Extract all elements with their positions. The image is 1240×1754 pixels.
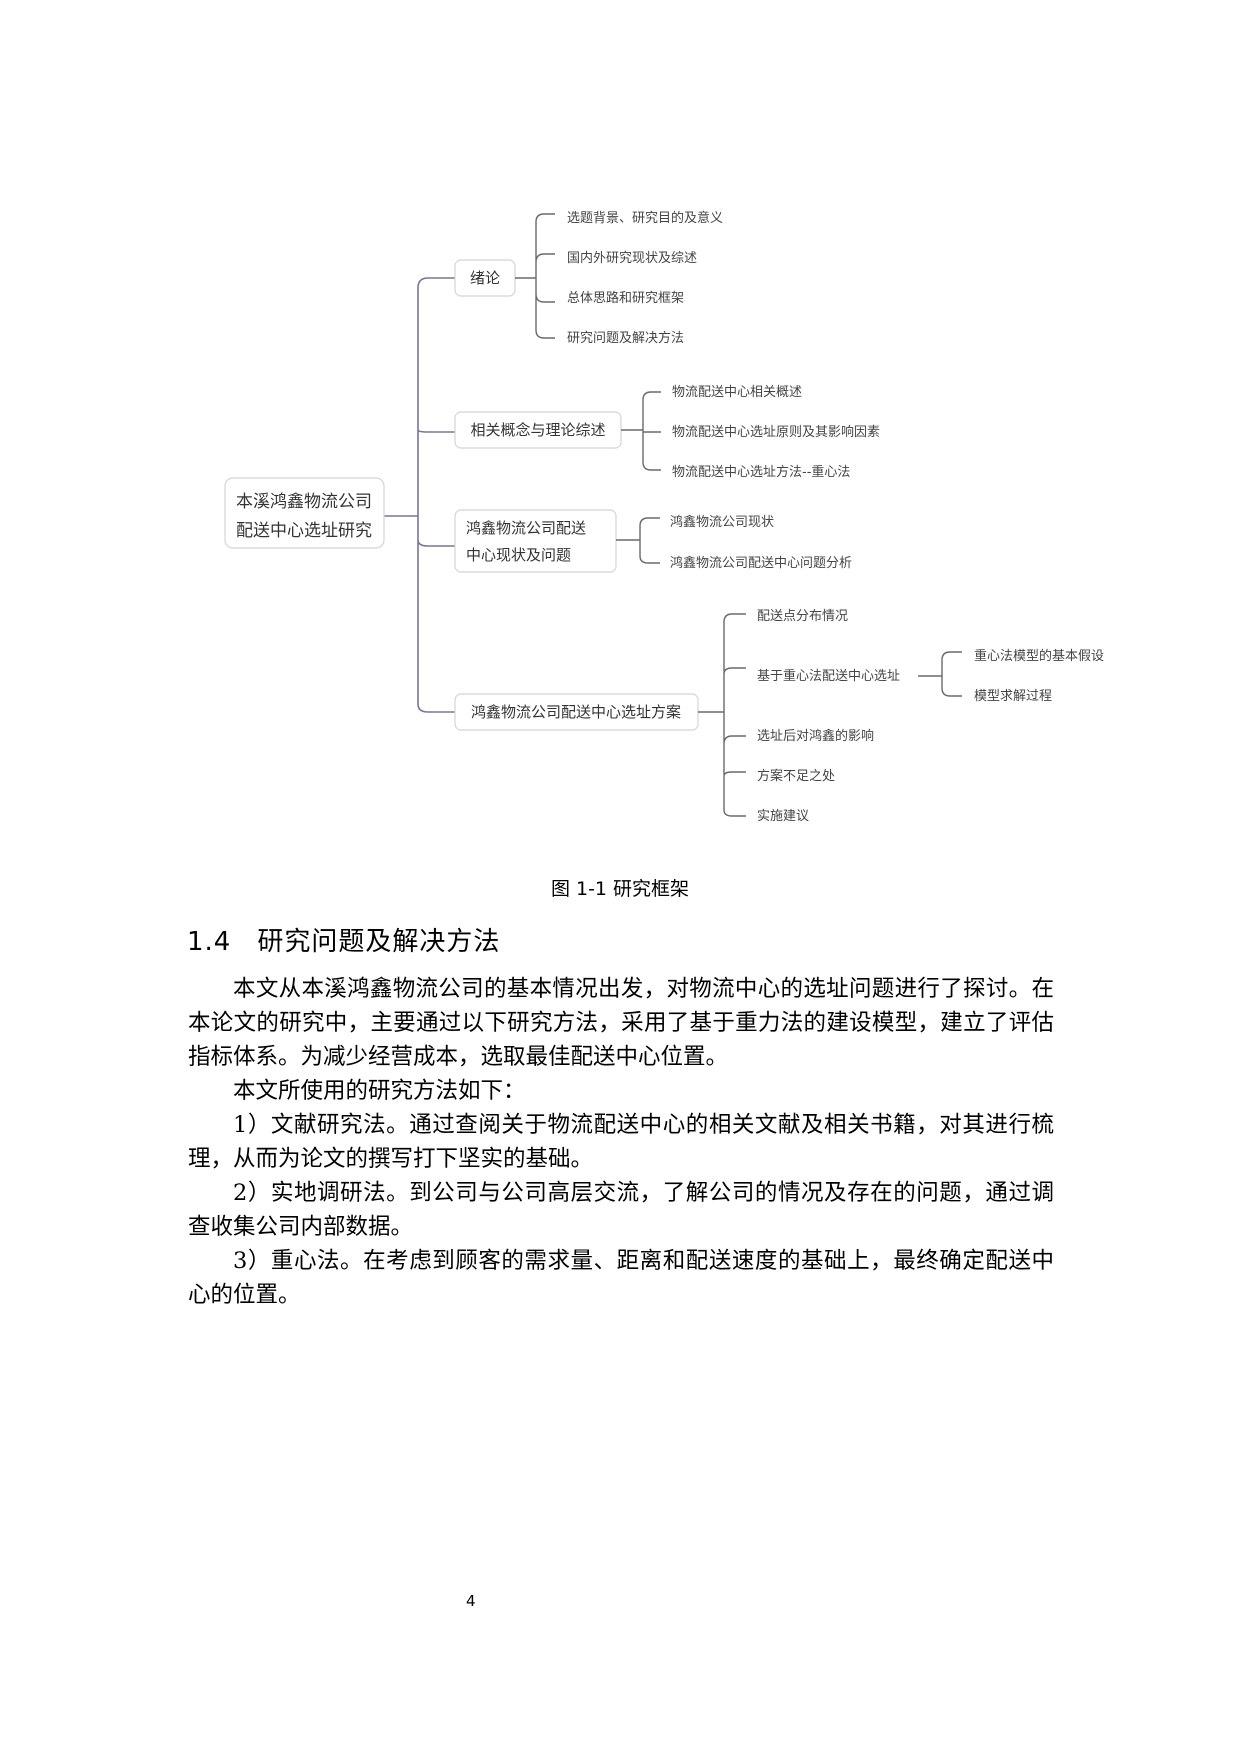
section-title: 研究问题及解决方法 xyxy=(257,927,501,957)
branch-4-connectors xyxy=(698,613,746,817)
leaf-4-4: 方案不足之处 xyxy=(757,768,835,784)
paragraph-method-1: 1）文献研究法。通过查阅关于物流配送中心的相关文献及相关书籍，对其进行梳理，从而… xyxy=(188,1112,1054,1172)
leaf-1-4: 研究问题及解决方法 xyxy=(567,330,684,346)
branch-status-problems: 鸿鑫物流公司配送 中心现状及问题 鸿鑫物流公司现状 鸿鑫物流公司配送中心问题分析 xyxy=(454,509,852,573)
branch-4-label: 鸿鑫物流公司配送中心选址方案 xyxy=(471,703,681,721)
branch-concepts-theory: 相关概念与理论综述 物流配送中心相关概述 物流配送中心选址原则及其影响因素 物流… xyxy=(454,385,880,480)
leaf-4-3: 选址后对鸿鑫的影响 xyxy=(757,728,874,744)
leaf-2-3: 物流配送中心选址方法--重心法 xyxy=(672,464,850,480)
branch-4-2-connectors xyxy=(918,651,962,697)
branch-2-label: 相关概念与理论综述 xyxy=(470,421,605,439)
section-heading: 1.4 研究问题及解决方法 xyxy=(187,921,500,958)
root-label-line-1: 本溪鸿鑫物流公司 xyxy=(236,492,372,512)
leaf-3-2: 鸿鑫物流公司配送中心问题分析 xyxy=(670,555,852,571)
root-label-line-2: 配送中心选址研究 xyxy=(236,521,372,541)
leaf-1-1: 选题背景、研究目的及意义 xyxy=(567,210,723,226)
leaf-4-1: 配送点分布情况 xyxy=(757,609,848,624)
paragraph-method-3: 3）重心法。在考虑到顾客的需求量、距离和配送速度的基础上，最终确定配送中心的位置… xyxy=(188,1248,1054,1308)
leaf-4-5: 实施建议 xyxy=(757,809,809,824)
root-node: 本溪鸿鑫物流公司 配送中心选址研究 xyxy=(224,477,385,549)
branch-2-connectors xyxy=(621,391,661,471)
section-number: 1.4 xyxy=(187,927,232,957)
branch-3-connectors xyxy=(616,517,660,564)
paragraph-intro: 本文从本溪鸿鑫物流公司的基本情况出发，对物流中心的选址问题进行了探讨。在本论文的… xyxy=(188,976,1054,1070)
leaf-2-1: 物流配送中心相关概述 xyxy=(672,385,802,400)
figure-caption: 图 1-1 研究框架 xyxy=(550,878,690,900)
leaf-4-2-2: 模型求解过程 xyxy=(974,689,1052,704)
branch-site-selection-plan: 鸿鑫物流公司配送中心选址方案 配送点分布情况 基于重心法配送中心选址 重心法模型… xyxy=(454,609,1104,824)
leaf-2-2: 物流配送中心选址原则及其影响因素 xyxy=(672,424,880,440)
leaf-1-2: 国内外研究现状及综述 xyxy=(567,250,697,266)
branch-introduction: 绪论 选题背景、研究目的及意义 国内外研究现状及综述 总体思路和研究框架 研究问… xyxy=(454,210,723,346)
branch-1-label: 绪论 xyxy=(470,269,500,287)
trunk-connector xyxy=(384,277,455,713)
leaf-1-3: 总体思路和研究框架 xyxy=(567,290,684,306)
paragraph-method-2: 2）实地调研法。到公司与公司高层交流，了解公司的情况及存在的问题，通过调查收集公… xyxy=(188,1180,1054,1240)
research-framework-mindmap: 本溪鸿鑫物流公司 配送中心选址研究 绪论 选题背景、研究目的及意义 国内外研究现… xyxy=(224,210,1104,824)
body-text: 本文从本溪鸿鑫物流公司的基本情况出发，对物流中心的选址问题进行了探讨。在本论文的… xyxy=(188,972,1054,1312)
branch-1-connectors xyxy=(515,213,555,339)
leaf-4-2-1: 重心法模型的基本假设 xyxy=(974,648,1104,664)
leaf-3-1: 鸿鑫物流公司现状 xyxy=(670,514,774,530)
branch-3-label-line-1: 鸿鑫物流公司配送 xyxy=(466,519,586,537)
leaf-4-2: 基于重心法配送中心选址 xyxy=(757,668,900,684)
paragraph-methods-intro: 本文所使用的研究方法如下： xyxy=(233,1078,526,1104)
branch-3-label-line-2: 中心现状及问题 xyxy=(466,546,571,564)
page-number: 4 xyxy=(466,1592,476,1610)
